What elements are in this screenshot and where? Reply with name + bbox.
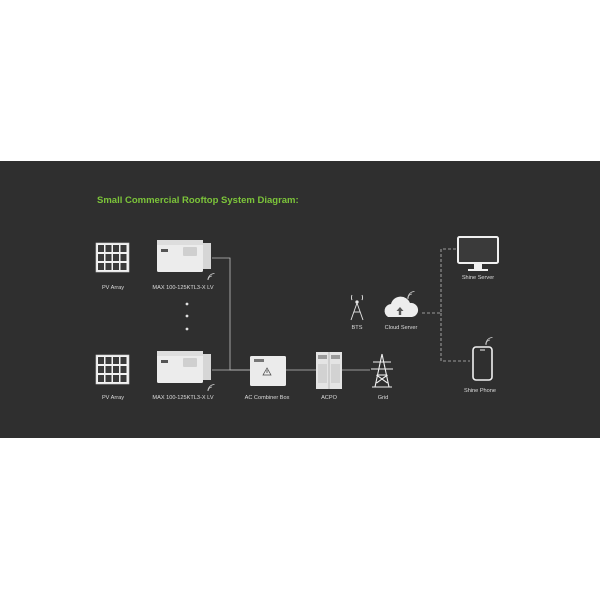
system-diagram: [95, 236, 499, 392]
monitor-icon: [457, 236, 499, 271]
pv-array-bottom-icon: [95, 354, 130, 385]
more-units-dots: [185, 302, 189, 331]
wifi-cloud-icon: [407, 291, 415, 299]
bts-label: BTS: [351, 325, 363, 331]
ac-combiner-label: AC Combiner Box: [244, 395, 290, 401]
acpo-label: ACPO: [321, 395, 337, 401]
inverter-bottom-label: MAX 100-125KTL3-X LV: [152, 395, 214, 401]
pv-array-top-label: PV Array: [101, 285, 125, 291]
cloud-server-label: Cloud Server: [384, 325, 418, 331]
connection-lines: [212, 248, 470, 371]
pv-array-bottom-label: PV Array: [101, 395, 125, 401]
grid-tower-icon: [371, 353, 393, 388]
shine-phone-label: Shine Phone: [463, 388, 497, 394]
shine-server-label: Shine Server: [461, 275, 495, 281]
pv-array-top-icon: [95, 242, 130, 273]
cloud-server-icon: [384, 296, 419, 317]
wifi-phone-icon: [485, 337, 493, 345]
inverter-top-icon: [157, 240, 211, 272]
inverter-bottom-icon: [157, 351, 211, 383]
bts-antenna-icon: [350, 294, 364, 321]
wifi-top-icon: [207, 273, 215, 281]
acpo-cabinet-icon: [316, 352, 342, 389]
inverter-top-label: MAX 100-125KTL3-X LV: [152, 285, 214, 291]
wifi-bottom-icon: [207, 384, 215, 392]
diagram-title: Small Commercial Rooftop System Diagram:: [97, 195, 299, 206]
grid-label: Grid: [377, 395, 389, 401]
smartphone-icon: [472, 346, 493, 381]
ac-combiner-box-icon: [250, 356, 286, 386]
diagram-panel: Small Commercial Rooftop System Diagram:: [0, 161, 600, 438]
